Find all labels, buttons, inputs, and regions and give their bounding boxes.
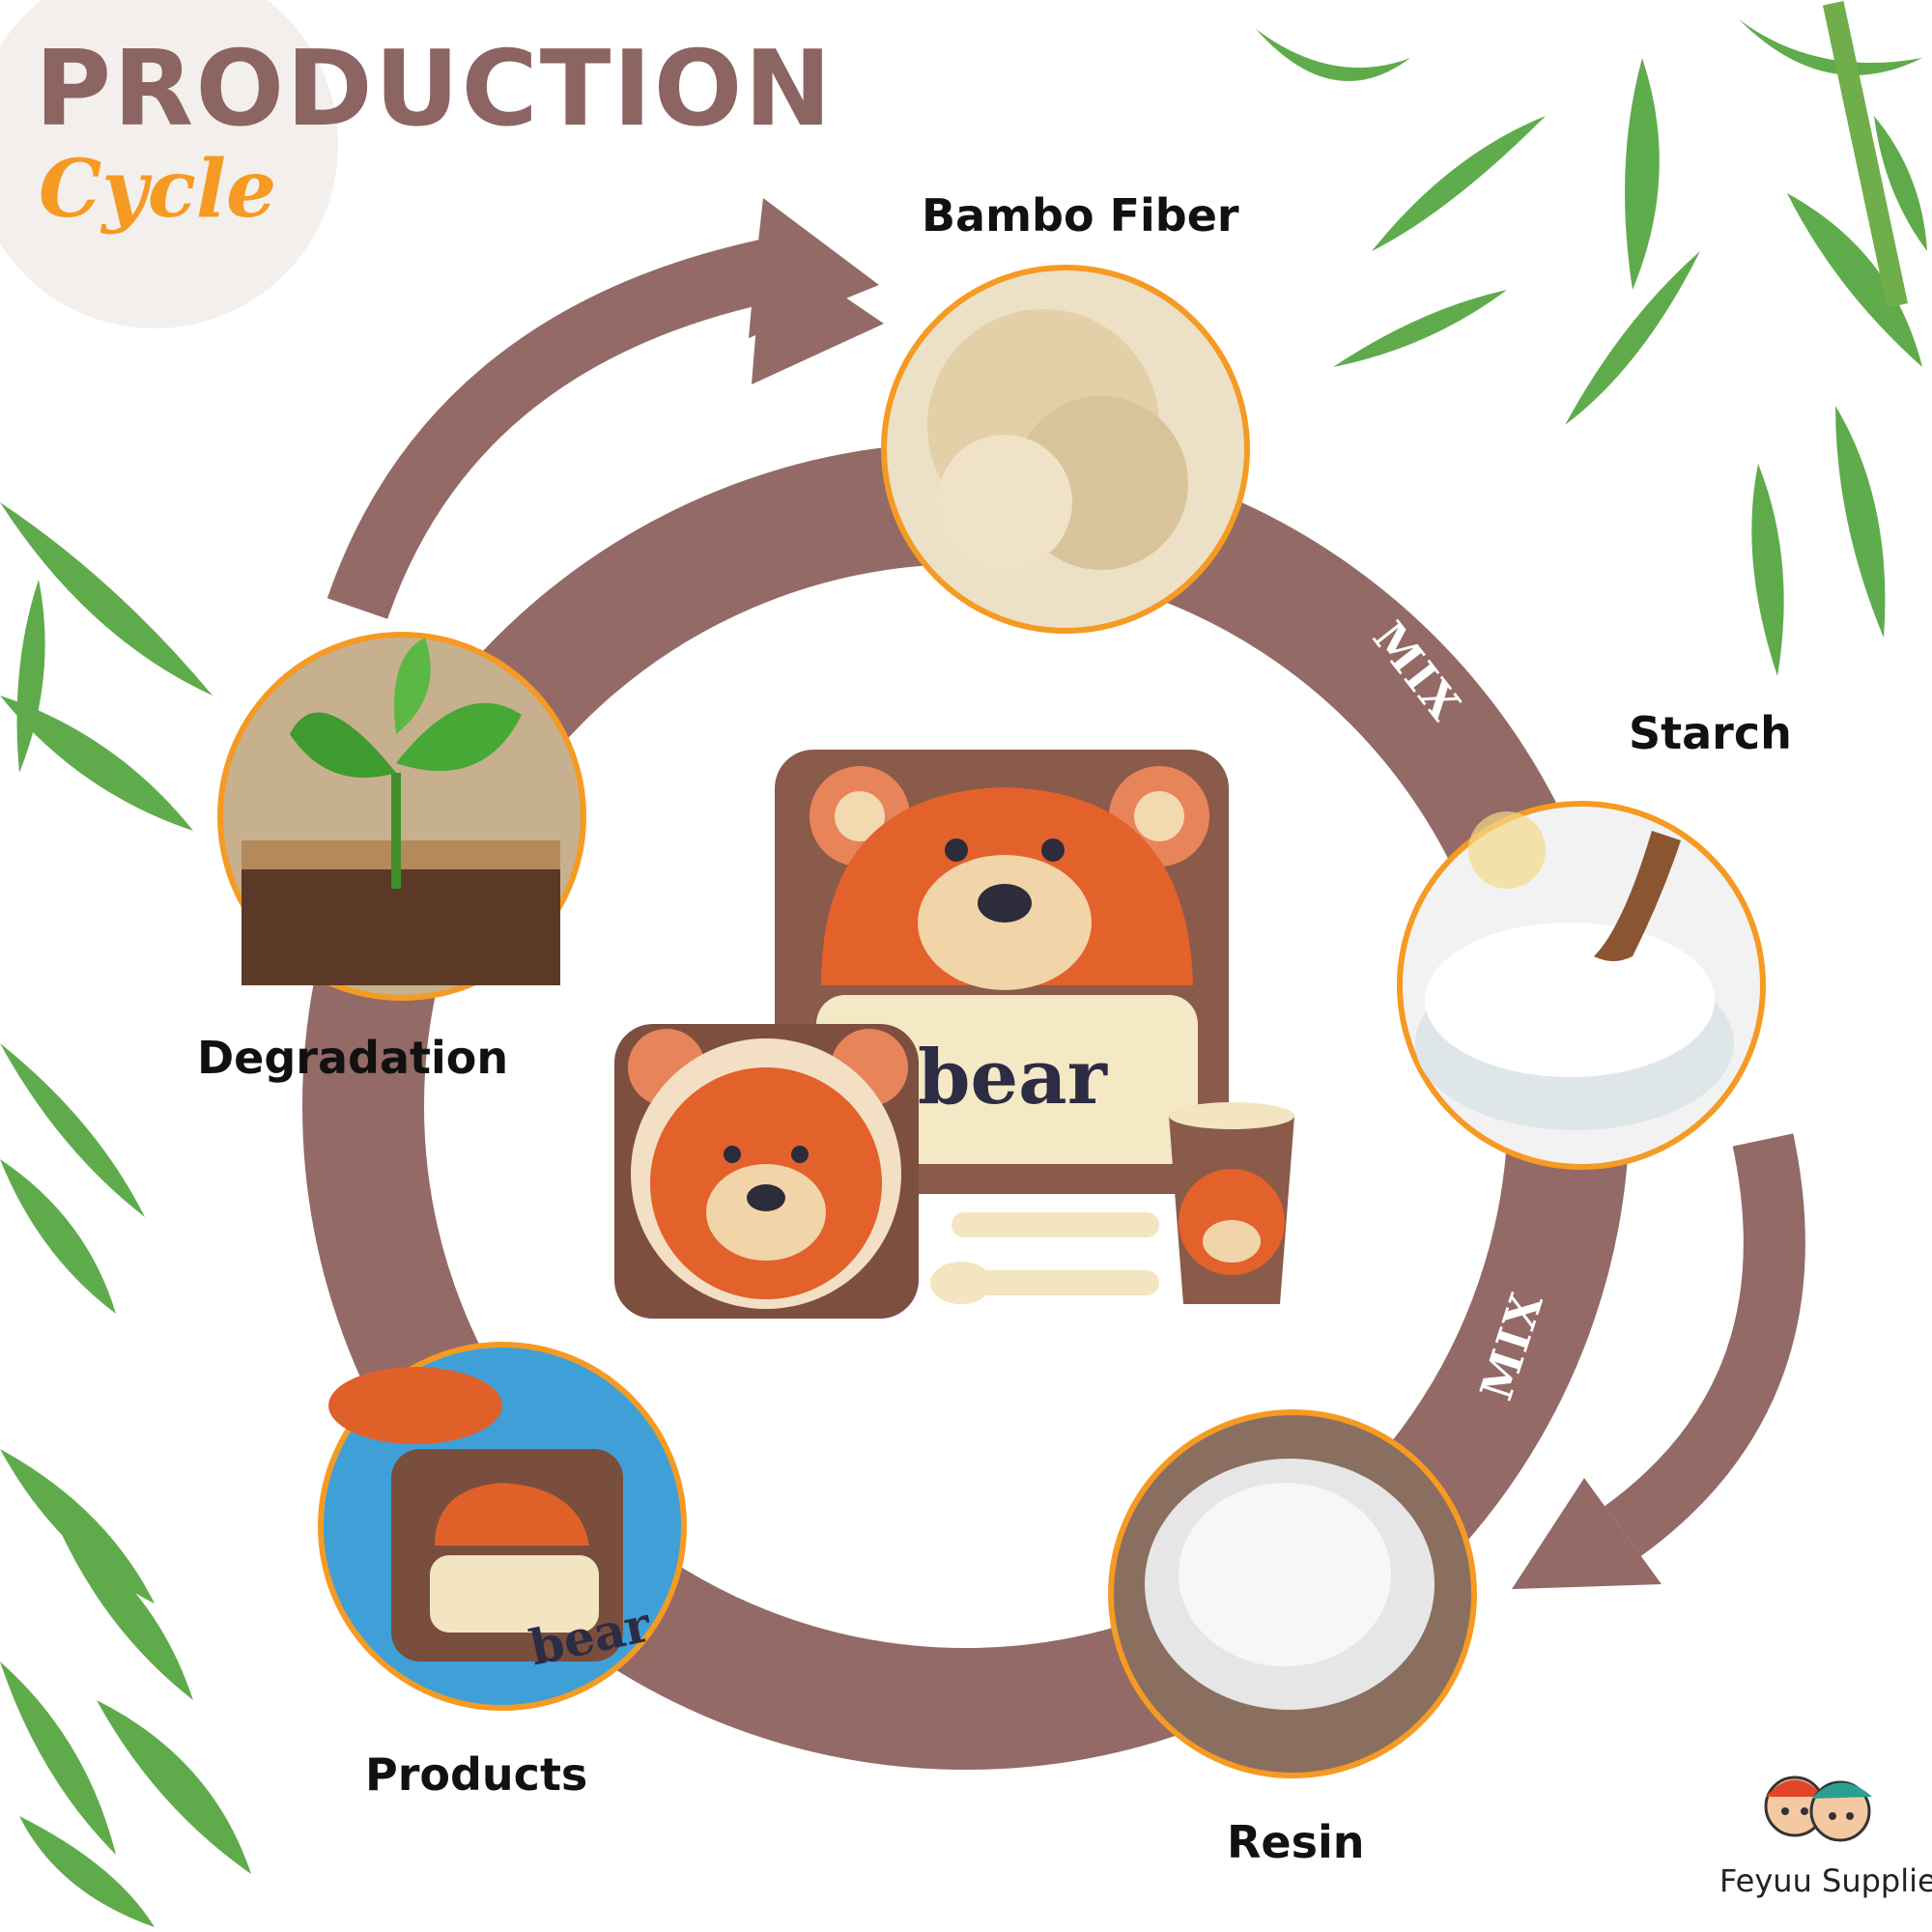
outer-arrow-top-shaft [327, 234, 799, 619]
stage-label-products: Products [365, 1748, 588, 1801]
page-subtitle-script: Cycle [39, 143, 277, 236]
stage-starch-circle [1397, 801, 1766, 1170]
bamboo-stalk [1822, 1, 1909, 308]
outer-arrow-top-tip [752, 242, 884, 384]
outer-arrow-right-head [1512, 1478, 1662, 1589]
stage-bambo-fiber-circle [881, 265, 1250, 634]
title-backdrop [0, 0, 338, 328]
bamboo-leaves-top-right [1256, 19, 1927, 676]
wooden-spoon [1594, 831, 1681, 961]
center-product-set [614, 750, 1294, 1319]
brand-name: Feyuu Supplies [1719, 1862, 1932, 1899]
stage-degradation-circle [217, 632, 586, 1001]
stage-label-bambo-fiber: Bambo Fiber [922, 189, 1239, 242]
stage-label-starch: Starch [1629, 707, 1792, 759]
stage-resin-circle [1108, 1409, 1477, 1778]
outer-arrow-right-shaft [1605, 1133, 1805, 1556]
stage-label-degradation: Degradation [197, 1032, 509, 1084]
center-product-text: bear [918, 1034, 1107, 1122]
stage-label-resin: Resin [1227, 1816, 1365, 1868]
stage-products-circle [318, 1342, 687, 1711]
page-title: PRODUCTION [35, 29, 834, 150]
bamboo-leaves-left [0, 502, 251, 1927]
